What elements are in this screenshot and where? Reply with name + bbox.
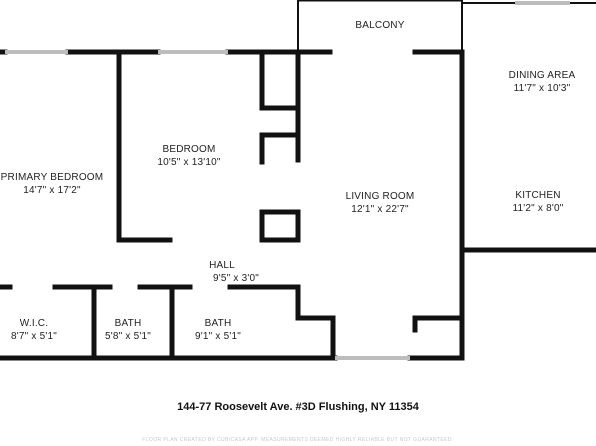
room-dimensions: 8'7" x 5'1" [11,331,57,342]
room-name: HALL [209,260,235,271]
room-bath-2: BATH 9'1" x 5'1" [195,317,241,343]
room-name: KITCHEN [515,190,561,201]
room-dimensions: 10'5" x 13'10" [157,157,221,168]
room-name: W.I.C. [19,318,49,329]
room-dimensions: 9'5" x 3'0" [213,273,259,284]
room-name: DINING AREA [508,70,576,81]
room-dimensions: 11'7" x 10'3" [513,83,571,94]
room-name: BATH [114,318,142,329]
room-name: LIVING ROOM [345,191,415,202]
room-dimensions: 11'2" x 8'0" [512,203,564,214]
room-dimensions: 14'7" x 17'2" [23,185,81,196]
room-dining-area: DINING AREA 11'7" x 10'3" [509,69,576,95]
room-kitchen: KITCHEN 11'2" x 8'0" [513,189,564,215]
room-hall: HALL 9'5" x 3'0" [209,259,259,285]
room-dimensions: 9'1" x 5'1" [195,331,241,342]
room-balcony: BALCONY [355,19,404,32]
room-wic: W.I.C. 8'7" x 5'1" [11,317,57,343]
room-bedroom: BEDROOM 10'5" x 13'10" [157,143,220,169]
room-primary-bedroom: PRIMARY BEDROOM 14'7" x 17'2" [1,171,104,197]
room-name: BALCONY [355,20,405,31]
room-name: PRIMARY BEDROOM [0,172,104,183]
property-address: 144-77 Roosevelt Ave. #3D Flushing, NY 1… [177,401,419,413]
disclaimer-text: FLOOR PLAN CREATED BY CUBICASA APP. MEAS… [142,437,454,443]
room-living-room: LIVING ROOM 12'1" x 22'7" [346,190,415,216]
room-dimensions: 5'8" x 5'1" [105,331,151,342]
room-bath-1: BATH 5'8" x 5'1" [105,317,151,343]
room-name: BEDROOM [162,144,216,155]
room-name: BATH [204,318,232,329]
room-dimensions: 12'1" x 22'7" [351,204,409,215]
